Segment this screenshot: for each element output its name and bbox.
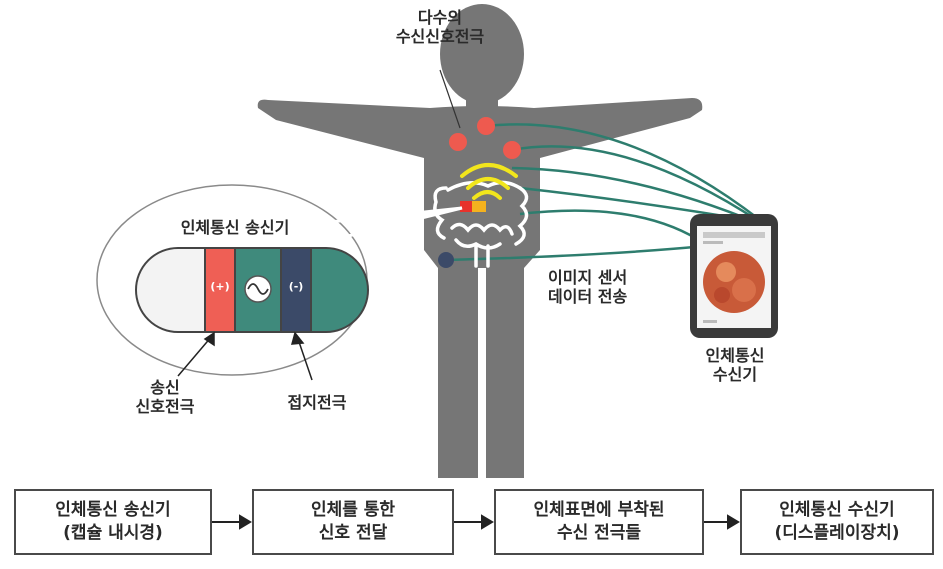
flow-step-2-line-1: 인체를 통한 (311, 499, 395, 522)
electrode-2 (477, 117, 495, 135)
tx-electrode-label: 송신 신호전극 (120, 378, 210, 416)
minus-sign: (-) (283, 280, 309, 293)
flow-step-transmitter: 인체통신 송신기 (캡슐 내시경) (14, 489, 212, 555)
flow-step-3-line-2: 수신 전극들 (557, 522, 641, 545)
tx-electrode-line-1: 송신 (120, 378, 210, 397)
multi-electrodes-line-1: 다수의 (390, 8, 490, 27)
receiver-tablet (690, 214, 778, 338)
flow-step-2-line-2: 신호 전달 (319, 522, 387, 545)
flow-step-surface-electrodes: 인체표면에 부착된 수신 전극들 (494, 489, 704, 555)
flow-step-body-transfer: 인체를 통한 신호 전달 (252, 489, 454, 555)
ground-electrode-dot (438, 252, 454, 268)
ground-electrode-label: 접지전극 (262, 393, 372, 412)
image-sensor-line-1: 이미지 센서 (548, 268, 668, 287)
plus-sign: (+) (207, 280, 233, 293)
receiver-line-1: 인체통신 (690, 346, 780, 365)
flow-step-3-line-1: 인체표면에 부착된 (533, 499, 664, 522)
flow-step-1-line-1: 인체통신 송신기 (55, 499, 170, 522)
flow-step-4-line-2: (디스플레이장치) (774, 522, 899, 545)
flow-step-4-line-1: 인체통신 수신기 (779, 499, 894, 522)
flow-step-1-line-2: (캡슐 내시경) (63, 522, 163, 545)
multi-electrodes-label: 다수의 수신신호전극 (390, 8, 490, 46)
multi-electrodes-line-2: 수신신호전극 (390, 27, 490, 46)
wire-5 (520, 211, 705, 244)
transmitter-title: 인체통신 송신기 (150, 218, 320, 237)
capsule-diagram (136, 248, 368, 332)
image-sensor-line-2: 데이터 전송 (548, 287, 668, 306)
electrode-3 (503, 141, 521, 159)
receiver-label: 인체통신 수신기 (690, 346, 780, 384)
flow-step-receiver: 인체통신 수신기 (디스플레이장치) (740, 489, 934, 555)
tx-electrode-line-2: 신호전극 (120, 397, 210, 416)
receiver-line-2: 수신기 (690, 365, 780, 384)
image-sensor-label: 이미지 센서 데이터 전송 (548, 268, 668, 306)
electrode-1 (449, 133, 467, 151)
capsule-in-body (460, 201, 486, 212)
